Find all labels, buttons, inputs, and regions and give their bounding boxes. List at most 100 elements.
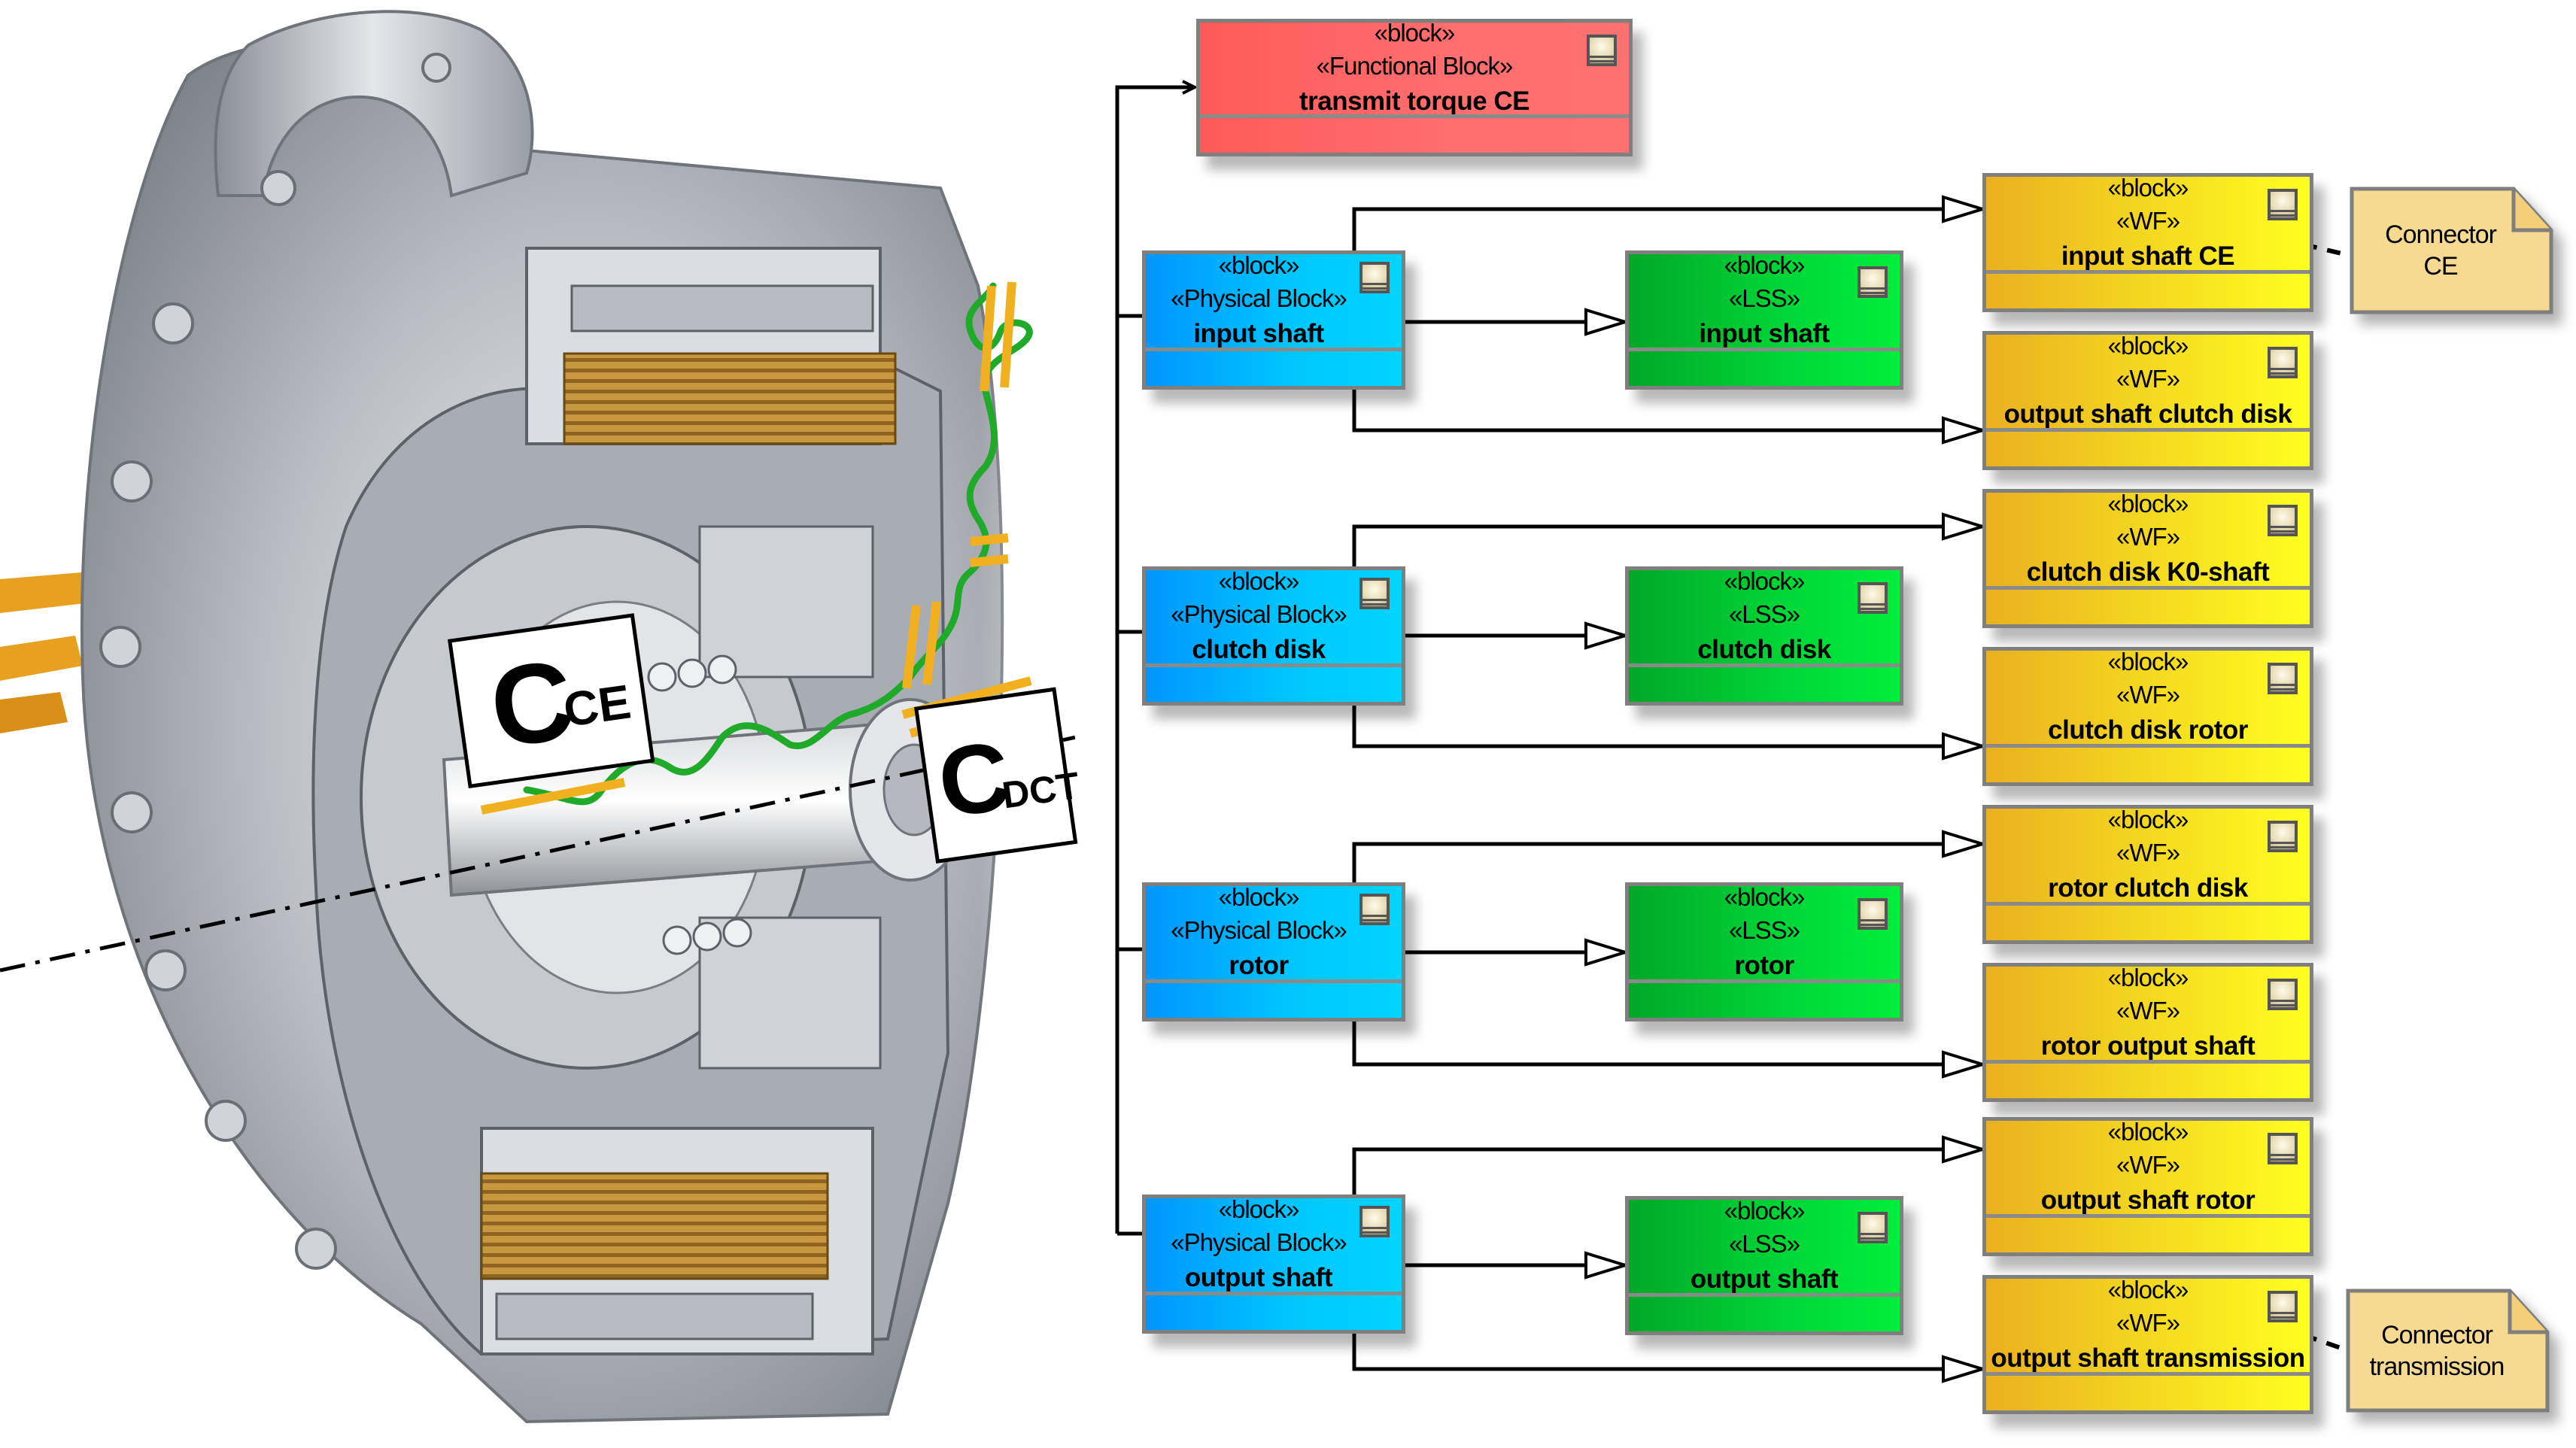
- stereotype-label: «block»: [1218, 883, 1300, 911]
- lss-block-input-shaft[interactable]: «block» «LSS» input shaft: [1625, 250, 1903, 390]
- wf-block-clutch-disk-k0-shaft[interactable]: «block» «WF» clutch disk K0-shaft: [1982, 489, 2313, 628]
- stereotype-label: «block»: [1724, 883, 1806, 911]
- wf-block-output-shaft-clutch-disk[interactable]: «block» «WF» output shaft clutch disk: [1982, 331, 2313, 470]
- block-type-icon: [2268, 979, 2298, 1010]
- stereotype-label: «LSS»: [1728, 284, 1800, 312]
- block-type-icon: [1858, 898, 1888, 930]
- block-compartment: [1146, 348, 1402, 386]
- wf-block-output-shaft-transmission[interactable]: «block» «WF» output shaft transmission: [1982, 1275, 2313, 1414]
- stereotype-label: «WF»: [2116, 207, 2180, 235]
- block-name: output shaft: [1184, 1263, 1333, 1292]
- block-name: input shaft: [1699, 319, 1830, 348]
- cable-icon: [0, 572, 98, 733]
- stereotype-label: «LSS»: [1728, 916, 1800, 944]
- block-compartment: [1629, 1293, 1900, 1331]
- stereotype-label: «WF»: [2116, 1151, 2180, 1179]
- stereotype-label: «LSS»: [1728, 1230, 1800, 1258]
- block-name: output shaft transmission: [1991, 1343, 2305, 1373]
- block-type-icon: [1858, 582, 1888, 614]
- block-compartment: [1986, 744, 2310, 782]
- stereotype-label: «block»: [2107, 806, 2189, 833]
- stereotype-label: «block»: [1218, 251, 1300, 279]
- stereotype-label: «Physical Block»: [1171, 916, 1347, 944]
- wf-block-rotor-output-shaft[interactable]: «block» «WF» rotor output shaft: [1982, 963, 2313, 1102]
- stereotype-label: «block»: [1218, 567, 1300, 595]
- block-compartment: [1146, 1292, 1402, 1330]
- stereotype-label: «block»: [2107, 648, 2189, 675]
- stereotype-label: «block»: [2107, 332, 2189, 360]
- block-type-icon: [1359, 578, 1390, 609]
- block-compartment: [1986, 1214, 2310, 1252]
- block-compartment: [1986, 1372, 2310, 1410]
- block-name: rotor: [1734, 951, 1794, 980]
- block-compartment: [1629, 348, 1900, 386]
- block-name: input shaft CE: [2061, 241, 2235, 271]
- block-type-icon: [1858, 1212, 1888, 1243]
- block-compartment: [1146, 979, 1402, 1018]
- functional-block-transmit-torque[interactable]: «block» «Functional Block» transmit torq…: [1196, 19, 1633, 156]
- stereotype-label: «block»: [1724, 567, 1806, 595]
- phys-to-lss-arrows: [1403, 322, 1625, 1265]
- stereotype-label: «block»: [1724, 251, 1806, 279]
- block-name: clutch disk K0-shaft: [2026, 557, 2270, 587]
- note-text: Connector: [2385, 220, 2497, 249]
- stereotype-label: «Physical Block»: [1171, 600, 1347, 628]
- stereotype-label: «WF»: [2116, 997, 2180, 1025]
- note-text: CE: [2423, 252, 2458, 281]
- block-compartment: [1986, 270, 2310, 308]
- block-compartment: [1629, 663, 1900, 702]
- trunk-line: [1115, 85, 1192, 1234]
- block-compartment: [1629, 979, 1900, 1018]
- block-compartment: [1986, 902, 2310, 940]
- wf-block-output-shaft-rotor[interactable]: «block» «WF» output shaft rotor: [1982, 1117, 2313, 1256]
- rotation-axis: [0, 735, 1077, 973]
- physical-block-rotor[interactable]: «block» «Physical Block» rotor: [1142, 882, 1405, 1021]
- block-type-icon: [2268, 1133, 2298, 1164]
- block-name: rotor output shaft: [2040, 1031, 2256, 1061]
- note-shape: [2346, 1289, 2550, 1413]
- physical-block-output-shaft[interactable]: «block» «Physical Block» output shaft: [1142, 1195, 1405, 1334]
- block-type-icon: [2268, 663, 2298, 694]
- wf-block-rotor-clutch-disk[interactable]: «block» «WF» rotor clutch disk: [1982, 805, 2313, 944]
- stereotype-label: «block»: [1374, 19, 1456, 47]
- note-connector-ce[interactable]: Connector CE: [2350, 187, 2554, 314]
- stereotype-label: «block»: [2107, 490, 2189, 518]
- block-name: clutch disk: [1192, 635, 1326, 664]
- stator-winding-top: [563, 352, 897, 445]
- stereotype-label: «block»: [1218, 1195, 1300, 1223]
- block-compartment: [1200, 114, 1629, 153]
- wf-block-clutch-disk-rotor[interactable]: «block» «WF» clutch disk rotor: [1982, 647, 2313, 786]
- block-name: output shaft rotor: [2040, 1185, 2256, 1215]
- block-compartment: [1986, 586, 2310, 624]
- torque-path-line: [523, 282, 1033, 806]
- block-type-icon: [2268, 189, 2298, 220]
- stereotype-label: «Physical Block»: [1171, 1228, 1347, 1256]
- lss-block-output-shaft[interactable]: «block» «LSS» output shaft: [1625, 1196, 1903, 1335]
- stereotype-label: «WF»: [2116, 365, 2180, 393]
- block-type-icon: [1359, 262, 1390, 293]
- block-name: rotor: [1229, 951, 1289, 980]
- lss-block-clutch-disk[interactable]: «block» «LSS» clutch disk: [1625, 566, 1903, 706]
- stereotype-label: «LSS»: [1728, 600, 1800, 628]
- block-type-icon: [2268, 505, 2298, 536]
- block-type-icon: [2268, 347, 2298, 378]
- lss-block-rotor[interactable]: «block» «LSS» rotor: [1625, 882, 1903, 1021]
- stereotype-label: «WF»: [2116, 1309, 2180, 1337]
- stereotype-label: «WF»: [2116, 839, 2180, 867]
- block-name: output shaft clutch disk: [2003, 399, 2292, 429]
- note-connector-transmission[interactable]: Connector transmission: [2346, 1289, 2550, 1413]
- block-type-icon: [2268, 1291, 2298, 1322]
- duct: [214, 10, 534, 198]
- physical-block-input-shaft[interactable]: «block» «Physical Block» input shaft: [1142, 250, 1405, 390]
- stereotype-label: «Functional Block»: [1316, 52, 1514, 80]
- stereotype-label: «block»: [1724, 1197, 1806, 1225]
- flange-bolts: [99, 53, 451, 1270]
- physical-block-clutch-disk[interactable]: «block» «Physical Block» clutch disk: [1142, 566, 1405, 706]
- block-compartment: [1986, 428, 2310, 466]
- note-text: transmission: [2369, 1352, 2505, 1381]
- wf-block-input-shaft-ce[interactable]: «block» «WF» input shaft CE: [1982, 173, 2313, 312]
- block-compartment: [1986, 1060, 2310, 1098]
- block-type-icon: [1587, 35, 1617, 66]
